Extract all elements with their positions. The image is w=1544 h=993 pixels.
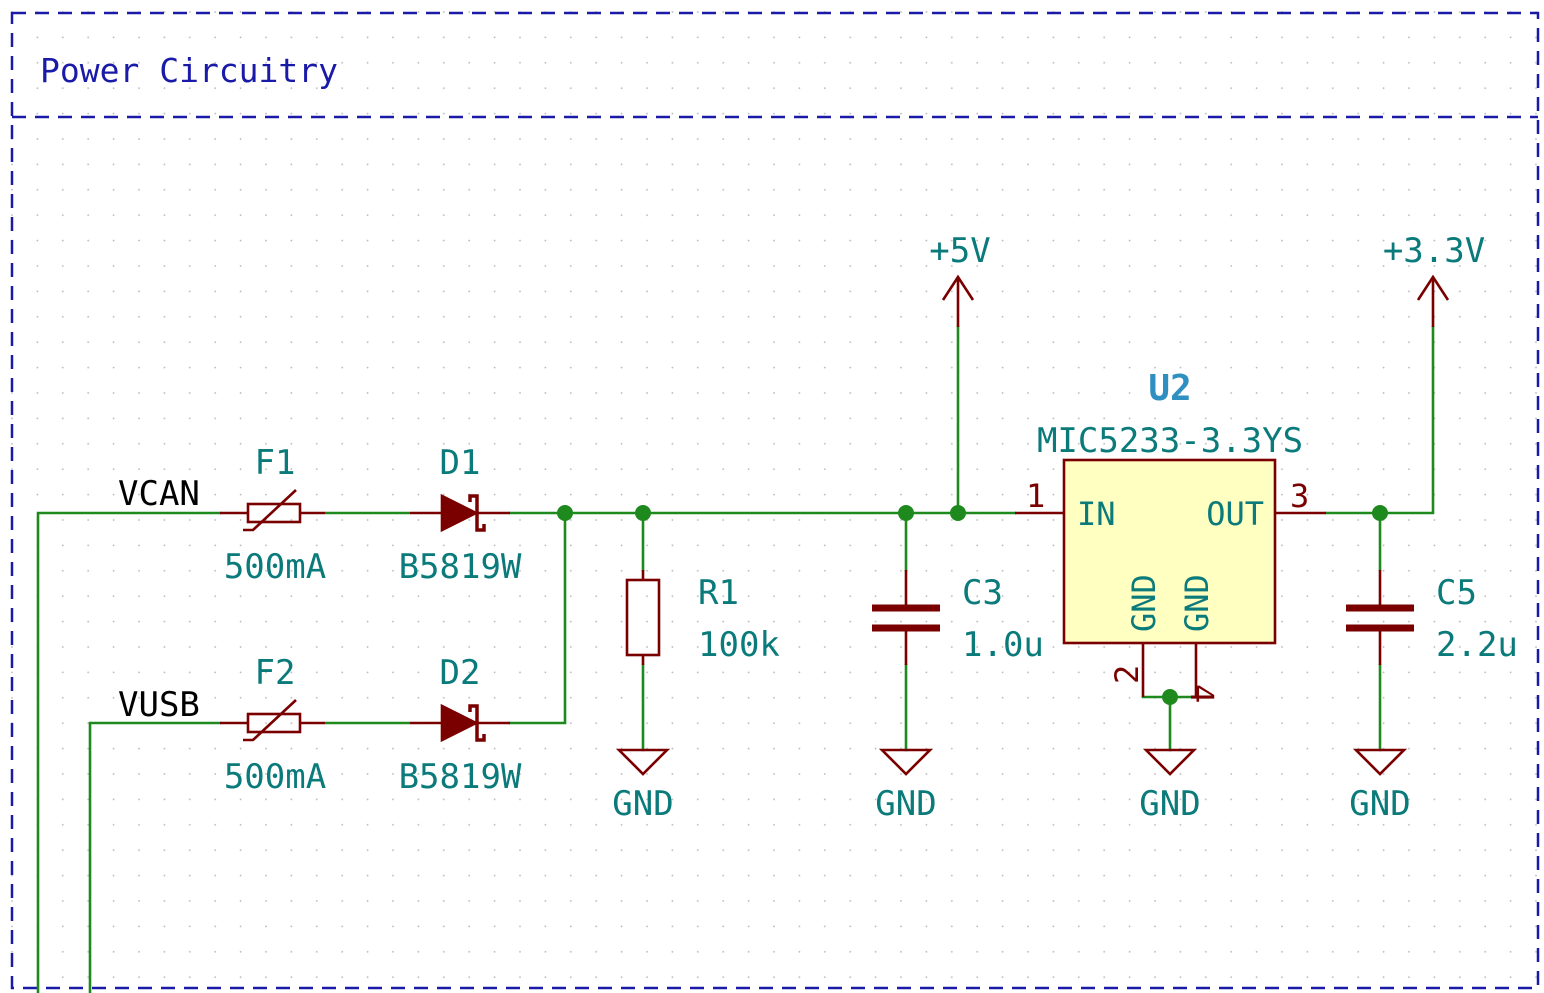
d1-ref: D1 (440, 443, 481, 483)
diode-d1[interactable] (410, 493, 510, 533)
net-label-vusb: VUSB (118, 685, 200, 725)
junction-dot (635, 505, 651, 521)
sheet-title: Power Circuitry (40, 51, 338, 90)
gnd-label-u2: GND (1139, 784, 1200, 824)
c5-ref: C5 (1436, 573, 1477, 613)
wires-fuse-diode (325, 511, 410, 725)
u2-pin4-number: 4 (1183, 684, 1221, 703)
gnd-symbol-c5[interactable] (1352, 748, 1408, 776)
f1-ref: F1 (255, 443, 296, 483)
power-arrow-icon (1416, 274, 1450, 301)
net-label-vcan: VCAN (118, 474, 200, 514)
power-flag-3v3[interactable] (1416, 274, 1450, 327)
u2-pin3-number: 3 (1290, 477, 1309, 515)
capacitor-c5[interactable] (1346, 570, 1414, 665)
u2-pin-gnd-b-name: GND (1178, 574, 1216, 632)
c5-value: 2.2u (1436, 625, 1518, 665)
regulator-u2[interactable] (1015, 458, 1326, 697)
junction-dot (1162, 689, 1178, 705)
u2-pin2-number: 2 (1108, 665, 1146, 684)
junction-dot (1372, 505, 1388, 521)
gnd-label-c3: GND (875, 784, 936, 824)
d2-value: B5819W (399, 757, 522, 797)
sheet-frame (10, 11, 1540, 990)
u2-pin-in-name: IN (1077, 495, 1116, 533)
power-label-3v3: +3.3V (1383, 231, 1485, 271)
junction-dot (898, 505, 914, 521)
capacitor-c3[interactable] (872, 570, 940, 665)
r1-value: 100k (698, 625, 780, 665)
f2-value: 500mA (224, 757, 326, 797)
fuse-ptc-mark (243, 699, 297, 742)
d1-value: B5819W (399, 547, 522, 587)
f2-ref: F2 (255, 653, 296, 693)
fuse-f2[interactable] (220, 699, 325, 742)
diode-triangle (440, 703, 479, 743)
gnd-label-r1: GND (612, 784, 673, 824)
ground-icon (1142, 748, 1198, 776)
gnd-label-c5: GND (1349, 784, 1410, 824)
c3-value: 1.0u (962, 625, 1044, 665)
wire-vcan (36, 511, 222, 993)
u2-ref: U2 (1148, 368, 1191, 409)
wires (36, 325, 1435, 993)
junction-dot (557, 505, 573, 521)
power-flag-5v[interactable] (941, 274, 975, 327)
r1-ref: R1 (698, 573, 739, 613)
u2-body (1062, 458, 1277, 645)
diode-triangle (440, 493, 479, 533)
ground-icon (615, 748, 671, 776)
fuse-f1[interactable] (220, 489, 325, 532)
power-label-5v: +5V (929, 231, 990, 271)
junction-dot (950, 505, 966, 521)
d2-ref: D2 (440, 653, 481, 693)
gnd-symbol-u2[interactable] (1142, 748, 1198, 776)
frame-border (10, 11, 1540, 990)
wire-vusb (88, 721, 222, 993)
u2-pin1-number: 1 (1026, 477, 1045, 515)
f1-value: 500mA (224, 547, 326, 587)
junctions (557, 505, 1388, 705)
diode-d2[interactable] (410, 703, 510, 743)
u2-pin-out-name: OUT (1206, 495, 1264, 533)
ground-icon (1352, 748, 1408, 776)
gnd-symbol-c3[interactable] (878, 748, 934, 776)
u2-value: MIC5233-3.3YS (1037, 421, 1303, 461)
c3-ref: C3 (962, 573, 1003, 613)
resistor-r1[interactable] (625, 570, 661, 665)
wire-output-bus (1324, 325, 1435, 515)
wire-d2-out (508, 511, 567, 725)
gnd-symbol-r1[interactable] (615, 748, 671, 776)
power-arrow-icon (941, 274, 975, 301)
ground-icon (878, 748, 934, 776)
u2-pin-gnd-a-name: GND (1125, 574, 1163, 632)
fuse-ptc-mark (243, 489, 297, 532)
